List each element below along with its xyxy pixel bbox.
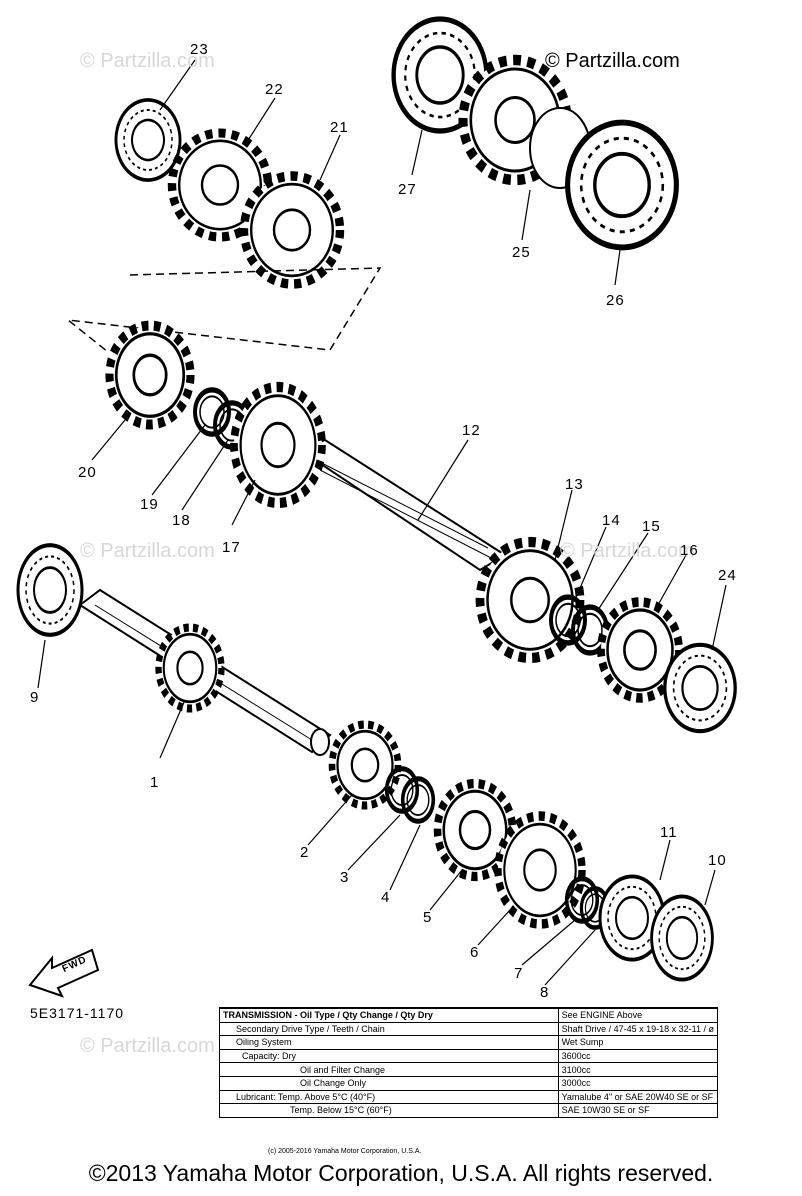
callout-19[interactable]: 19 (140, 496, 159, 513)
copyright-footer: ©2013 Yamaha Motor Corporation, U.S.A. A… (88, 1160, 714, 1186)
callout-7[interactable]: 7 (514, 965, 524, 982)
part-26-bearing (568, 123, 677, 248)
part-4-ring (403, 779, 434, 822)
part-9-bearing (18, 545, 82, 635)
callout-27[interactable]: 27 (398, 181, 417, 198)
callout-3[interactable]: 3 (340, 869, 350, 886)
watermark-text: © Partzilla.com (80, 1035, 215, 1057)
callout-14[interactable]: 14 (602, 512, 621, 529)
part-1-gear (159, 628, 222, 709)
part-19-ring (195, 390, 229, 434)
callout-4[interactable]: 4 (381, 889, 391, 906)
callout-2[interactable]: 2 (300, 844, 310, 861)
callout-12[interactable]: 12 (462, 422, 481, 439)
watermark-text: © Partzilla.com (80, 540, 215, 562)
callout-16[interactable]: 16 (680, 542, 699, 559)
spec-table: TRANSMISSION - Oil Type / Qty Change / Q… (219, 1006, 719, 1118)
callout-11[interactable]: 11 (660, 824, 678, 841)
table-row: Temp. Below 15°C (60°F)SAE 10W30 SE or S… (219, 1103, 719, 1118)
spec-copyright: (c) 2005-2016 Yamaha Motor Corporation, … (268, 1148, 422, 1155)
callout-15[interactable]: 15 (642, 518, 661, 535)
callout-10[interactable]: 10 (708, 852, 727, 869)
part-21-gear (244, 176, 340, 284)
part-20-gear (110, 326, 191, 425)
part-10-bearing (649, 894, 715, 982)
callout-17[interactable]: 17 (222, 539, 241, 556)
callout-26[interactable]: 26 (606, 292, 625, 309)
part-17-gear (234, 387, 322, 503)
callout-23[interactable]: 23 (190, 41, 209, 58)
callout-25[interactable]: 25 (512, 244, 531, 261)
callout-22[interactable]: 22 (265, 81, 284, 98)
callout-20[interactable]: 20 (78, 464, 97, 481)
table-row: Lubricant: Temp. Above 5°C (40°F)Yamalub… (219, 1089, 719, 1105)
part-24-bearing (665, 645, 735, 731)
fwd-arrow-icon (28, 948, 100, 998)
callout-5[interactable]: 5 (423, 909, 433, 926)
watermark-text: © Partzilla.com (545, 50, 680, 72)
diagram-code: 5E3171-1170 (30, 1005, 125, 1021)
watermark-text: © Partzilla.com (560, 540, 695, 562)
callout-9[interactable]: 9 (30, 689, 40, 706)
callout-13[interactable]: 13 (565, 476, 584, 493)
callout-24[interactable]: 24 (718, 567, 737, 584)
callout-21[interactable]: 21 (330, 119, 349, 136)
part-12-shaft (297, 438, 507, 572)
callout-6[interactable]: 6 (470, 944, 480, 961)
callout-8[interactable]: 8 (540, 984, 550, 1001)
table-row: TRANSMISSION - Oil Type / Qty Change / Q… (219, 1006, 719, 1023)
callout-1[interactable]: 1 (150, 774, 160, 791)
callout-18[interactable]: 18 (172, 512, 191, 529)
watermark-text: © Partzilla.com (80, 50, 215, 72)
